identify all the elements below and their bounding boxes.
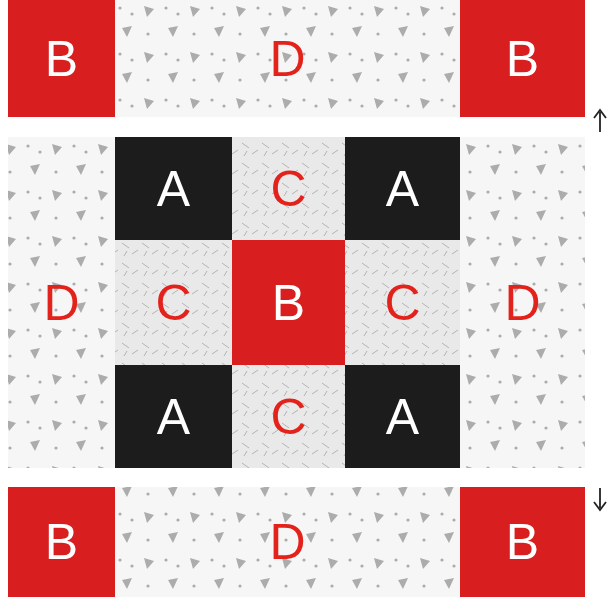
quilt-patch: D [8, 137, 115, 468]
fabric-print [115, 0, 460, 117]
quilt-patch: B [8, 487, 115, 597]
quilt-patch: B [8, 0, 115, 117]
fabric-ground [8, 137, 115, 468]
fabric-ground [460, 0, 585, 117]
patch-letter: A [386, 392, 419, 442]
fabric-print [8, 137, 115, 468]
quilt-patch: C [232, 137, 345, 240]
quilt-patch: B [460, 487, 585, 597]
patch-letter: C [155, 278, 191, 328]
quilt-patch: C [345, 240, 460, 365]
fabric-ground [115, 240, 232, 365]
fabric-ground [232, 240, 345, 365]
fabric-ground [460, 487, 585, 597]
patch-letter: C [270, 392, 306, 442]
fabric-print [115, 487, 460, 597]
fabric-ground [8, 487, 115, 597]
patch-letter: C [270, 164, 306, 214]
fabric-ground [345, 365, 460, 468]
patch-letter: D [269, 34, 305, 84]
patch-letter: B [506, 34, 539, 84]
patch-letter: B [45, 517, 78, 567]
quilt-patch: D [460, 137, 585, 468]
up-arrow [594, 110, 606, 132]
fabric-pattern [8, 0, 585, 597]
quilt-patch: B [460, 0, 585, 117]
quilt-patch: A [115, 137, 232, 240]
fabric-ground [345, 240, 460, 365]
quilt-patch: A [115, 365, 232, 468]
patch-letter: D [504, 278, 540, 328]
fabric-print [460, 137, 585, 468]
patch-letter: B [272, 278, 305, 328]
fabric-ground [8, 0, 115, 117]
quilt-patch: C [232, 365, 345, 468]
fabric-print [345, 240, 460, 365]
fabric-ground [232, 137, 345, 240]
fabric-ground [115, 365, 232, 468]
fabric-ground [232, 365, 345, 468]
patch-letter: A [157, 164, 190, 214]
fabric-ground [345, 137, 460, 240]
quilt-patch: C [115, 240, 232, 365]
down-arrow [594, 488, 606, 510]
patch-letter: D [43, 278, 79, 328]
fabric-ground [115, 487, 460, 597]
patch-letter: D [269, 517, 305, 567]
patch-letter: C [384, 278, 420, 328]
fabric-ground [115, 137, 232, 240]
fabric-print [115, 240, 232, 365]
quilt-patch: D [115, 487, 460, 597]
quilt-patch: D [115, 0, 460, 117]
patch-letter: A [157, 392, 190, 442]
patch-letter: B [506, 517, 539, 567]
fabric-ground [460, 137, 585, 468]
quilt-patch: A [345, 365, 460, 468]
quilt-patch: A [345, 137, 460, 240]
quilt-patch: B [232, 240, 345, 365]
patch-letter: A [386, 164, 419, 214]
patch-letter: B [45, 34, 78, 84]
fabric-print [232, 365, 345, 468]
fabric-print [232, 137, 345, 240]
fabric-ground [115, 0, 460, 117]
